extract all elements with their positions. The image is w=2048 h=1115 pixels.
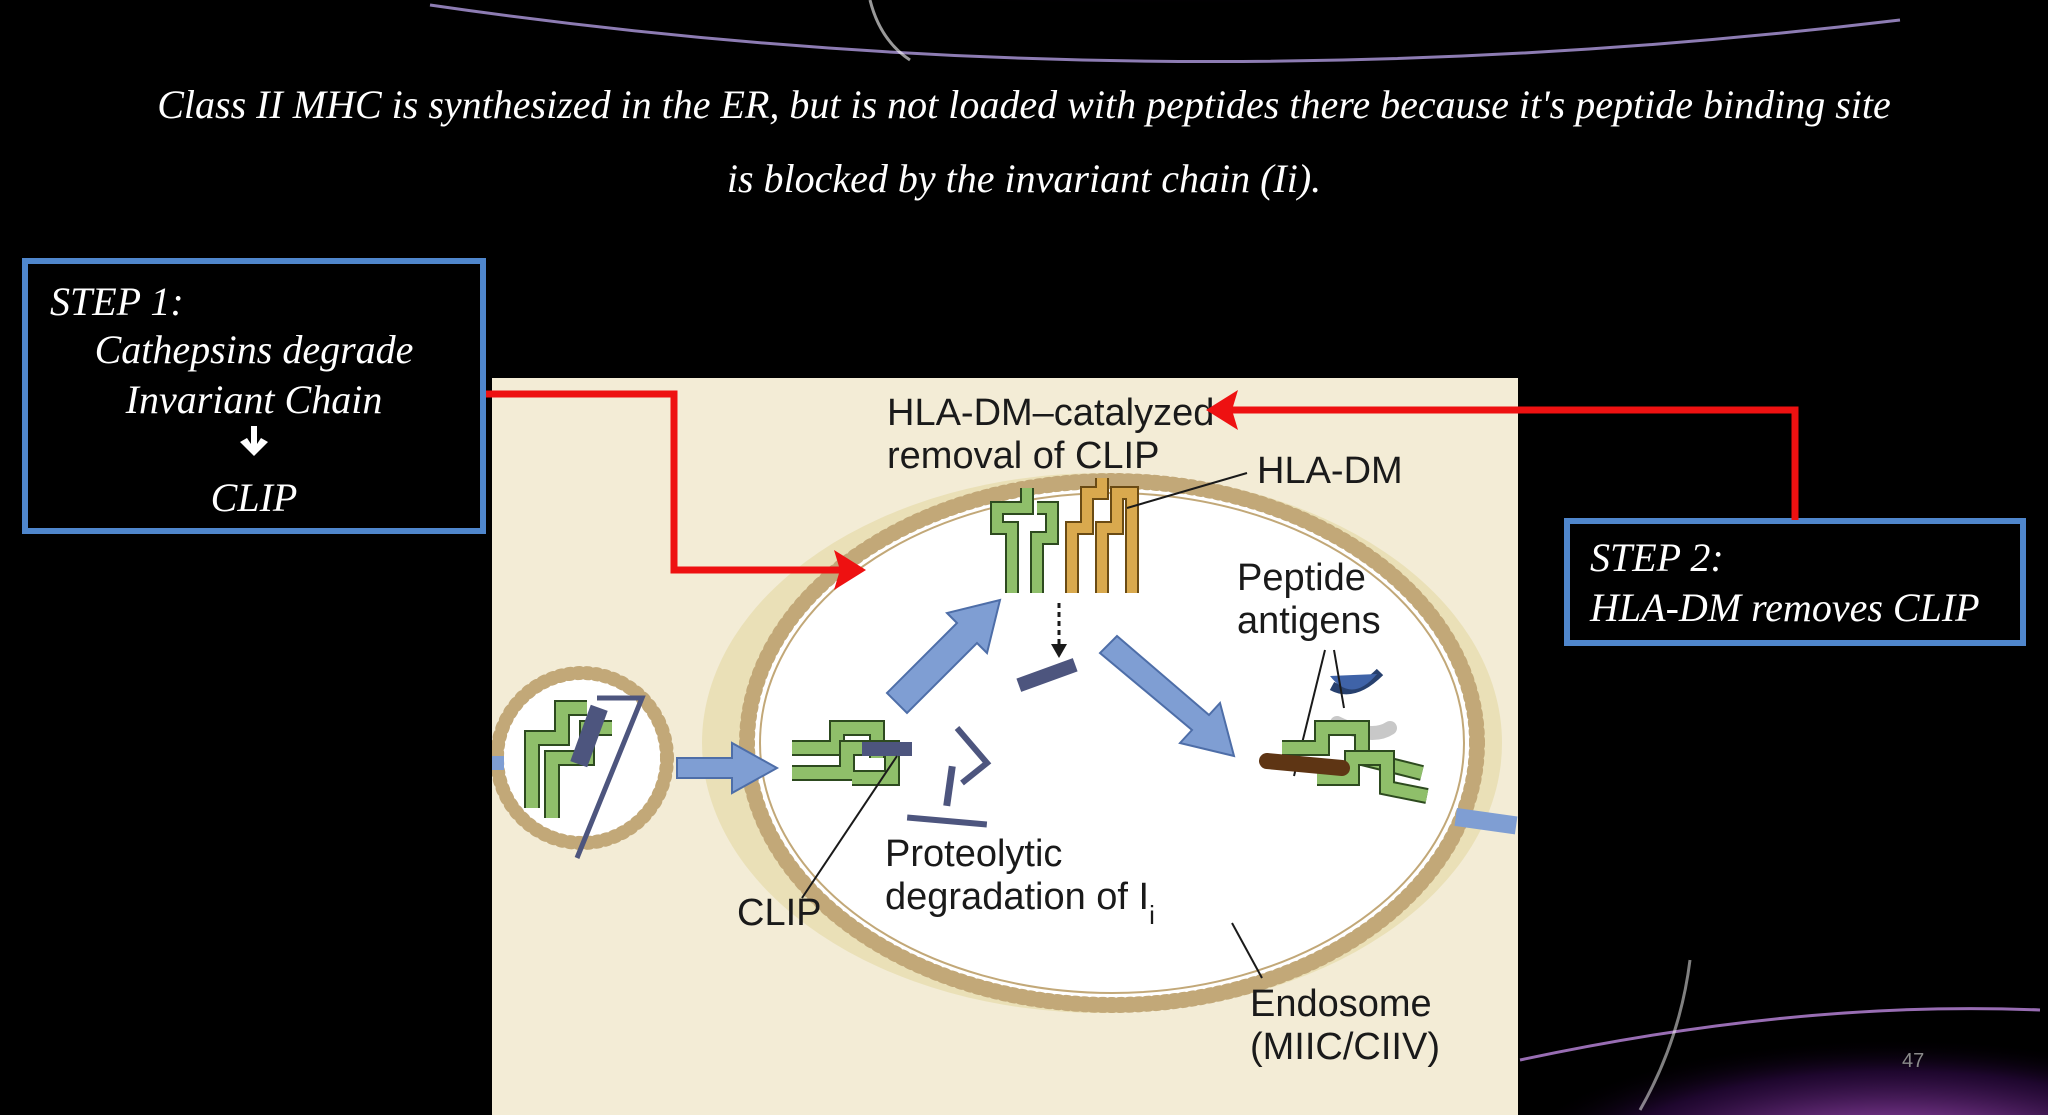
label-clip: CLIP <box>737 892 821 934</box>
down-arrow-icon <box>28 422 480 473</box>
down-arrow-icon-svg <box>240 426 268 456</box>
label-peptide: Peptide <box>1237 557 1366 599</box>
step1-box: STEP 1: Cathepsins degrade Invariant Cha… <box>22 258 486 534</box>
slide-title: Class II MHC is synthesized in the ER, b… <box>100 68 1948 216</box>
endosome <box>739 473 1485 1013</box>
label-miic-ciiv: (MIIC/CIIV) <box>1250 1026 1440 1068</box>
step1-line-1: Cathepsins degrade <box>94 327 414 372</box>
step2-heading: STEP 2: <box>1590 535 1724 580</box>
released-clip <box>1016 658 1078 692</box>
clip-leader-line <box>801 755 898 899</box>
label-degradation-main: degradation of I <box>885 876 1149 918</box>
mhc-endosome-diagram: HLA-DM–catalyzed removal of CLIP HLA-DM … <box>492 378 1518 1115</box>
hla-dm-mhc-complex <box>990 478 1139 593</box>
clip-peptide <box>862 742 912 756</box>
outgoing-bar <box>1454 808 1518 835</box>
blue-arrow-3 <box>1098 634 1236 758</box>
label-antigens: antigens <box>1237 600 1381 642</box>
label-degradation: degradation of Ii <box>885 876 1155 930</box>
label-proteolytic: Proteolytic <box>885 833 1062 875</box>
bound-peptide <box>1259 753 1350 776</box>
label-degradation-sub: i <box>1149 900 1155 930</box>
label-hla-dm-catalyzed: HLA-DM–catalyzed <box>887 392 1214 434</box>
incoming-bar <box>492 756 504 770</box>
ii-fragments <box>906 726 992 828</box>
dashed-arrow-head <box>1051 644 1067 658</box>
endosome-leader-line <box>1231 922 1263 979</box>
step1-heading: STEP 1: <box>50 279 184 324</box>
blue-arrow-2 <box>885 598 1002 715</box>
blue-arrow-1 <box>676 741 780 795</box>
label-removal-of-clip: removal of CLIP <box>887 435 1159 477</box>
step2-line-1: HLA-DM removes CLIP <box>1590 585 1980 630</box>
title-line-1: Class II MHC is synthesized in the ER, b… <box>157 82 1891 127</box>
label-endosome: Endosome <box>1250 983 1432 1025</box>
slide-number: 47 <box>1902 1050 1925 1072</box>
mhc-invariant-chain-complex <box>524 695 646 859</box>
label-hla-dm: HLA-DM <box>1257 450 1403 492</box>
peptide-mhc-complex <box>1259 720 1429 804</box>
title-line-2: is blocked by the invariant chain (Ii). <box>726 156 1322 201</box>
step2-box: STEP 2: HLA-DM removes CLIP <box>1564 518 2026 646</box>
peptide-leader-line-2 <box>1333 649 1345 709</box>
mhc-clip-complex <box>792 720 912 786</box>
step1-line-3: CLIP <box>210 475 298 520</box>
step1-line-2: Invariant Chain <box>125 377 383 422</box>
